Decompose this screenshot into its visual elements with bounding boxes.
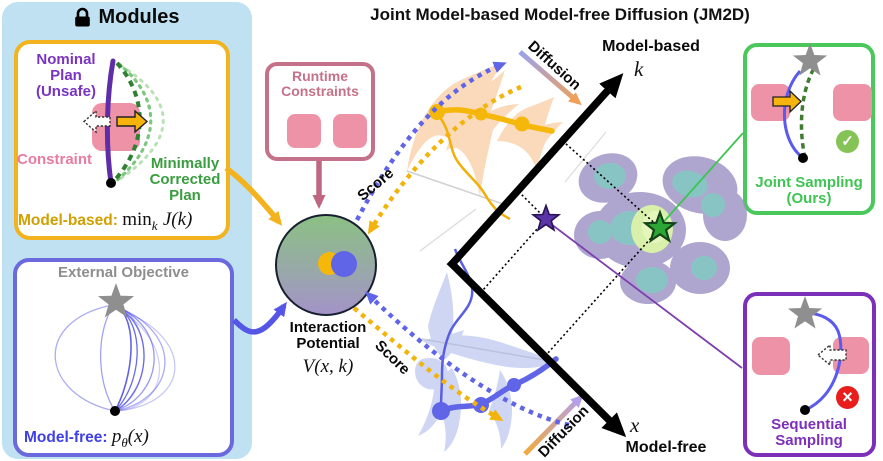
guide-line-right (564, 131, 607, 183)
diffusion-label-bottom: Diffusion (534, 402, 593, 461)
model-free-trajectory-curve (439, 248, 474, 409)
model-based-chain-dots (429, 104, 530, 132)
model-free-axis-label: Model-free (625, 439, 707, 456)
runtime-constraints-label: Runtime Constraints (281, 68, 359, 99)
lock-icon (75, 7, 91, 27)
joint-sampling-label: Joint Sampling (Ours) (755, 174, 863, 207)
model-free-caption: Model-free: pθ(x) (24, 426, 149, 451)
model-free-caption-prefix: Model-free: (24, 429, 108, 446)
model-based-formula: mink J(k) (122, 209, 193, 233)
joint-sample-star (642, 209, 678, 244)
x-axis-symbol: x (630, 413, 640, 437)
model-free-chain (438, 356, 559, 414)
model-based-violins (407, 62, 563, 197)
joint-density-core (631, 205, 673, 253)
sequential-sample-star (530, 203, 562, 232)
external-objective-label: External Objective (58, 264, 189, 281)
figure-title: Joint Model-based Model-free Diffusion (… (370, 5, 750, 24)
x-icon: × (836, 386, 859, 409)
k-axis-symbol: k (634, 57, 644, 81)
interaction-potential-label: Interaction Potential (289, 319, 367, 352)
central-diagram (352, 50, 747, 456)
modules-header: Modules (2, 6, 252, 29)
constraint-label: Constraint (17, 151, 92, 168)
guide-line-top (406, 170, 510, 207)
model-based-chain (434, 107, 555, 134)
model-based-axis (446, 73, 624, 270)
model-based-caption: Model-based: mink J(k) (18, 209, 192, 234)
model-free-sample-dot (331, 251, 357, 277)
corrected-plan-label: Minimally Corrected Plan (149, 155, 221, 204)
model-based-axis-label: Model-based (602, 38, 700, 55)
joint-density-blob (574, 153, 747, 304)
diffusion-label-top: Diffusion (524, 37, 585, 94)
guide-line-mid (419, 208, 477, 252)
model-free-violins (415, 272, 556, 452)
interaction-potential-formula: V(x, k) (302, 356, 354, 377)
model-based-trajectory-curve (436, 113, 511, 221)
sequential-sampling-label: Sequential Sampling (771, 416, 847, 449)
projection-dotted-lines (482, 142, 661, 355)
nominal-plan-label: Nominal Plan (Unsafe) (35, 51, 96, 100)
score-label-top: Score (354, 164, 398, 205)
guide-line-bottom (421, 338, 557, 363)
joint-density-mid-level (588, 163, 725, 293)
joint-callout-line (659, 132, 744, 227)
check-icon: ✓ (836, 130, 859, 153)
score-arrow-blue-top (355, 61, 507, 222)
modules-header-label: Modules (98, 6, 180, 28)
sequential-callout-line (546, 220, 743, 369)
model-free-chain-dots (432, 378, 521, 420)
model-free-formula: pθ(x) (111, 426, 149, 450)
model-based-caption-prefix: Model-based: (18, 212, 118, 229)
joint-density-peak (642, 211, 668, 243)
